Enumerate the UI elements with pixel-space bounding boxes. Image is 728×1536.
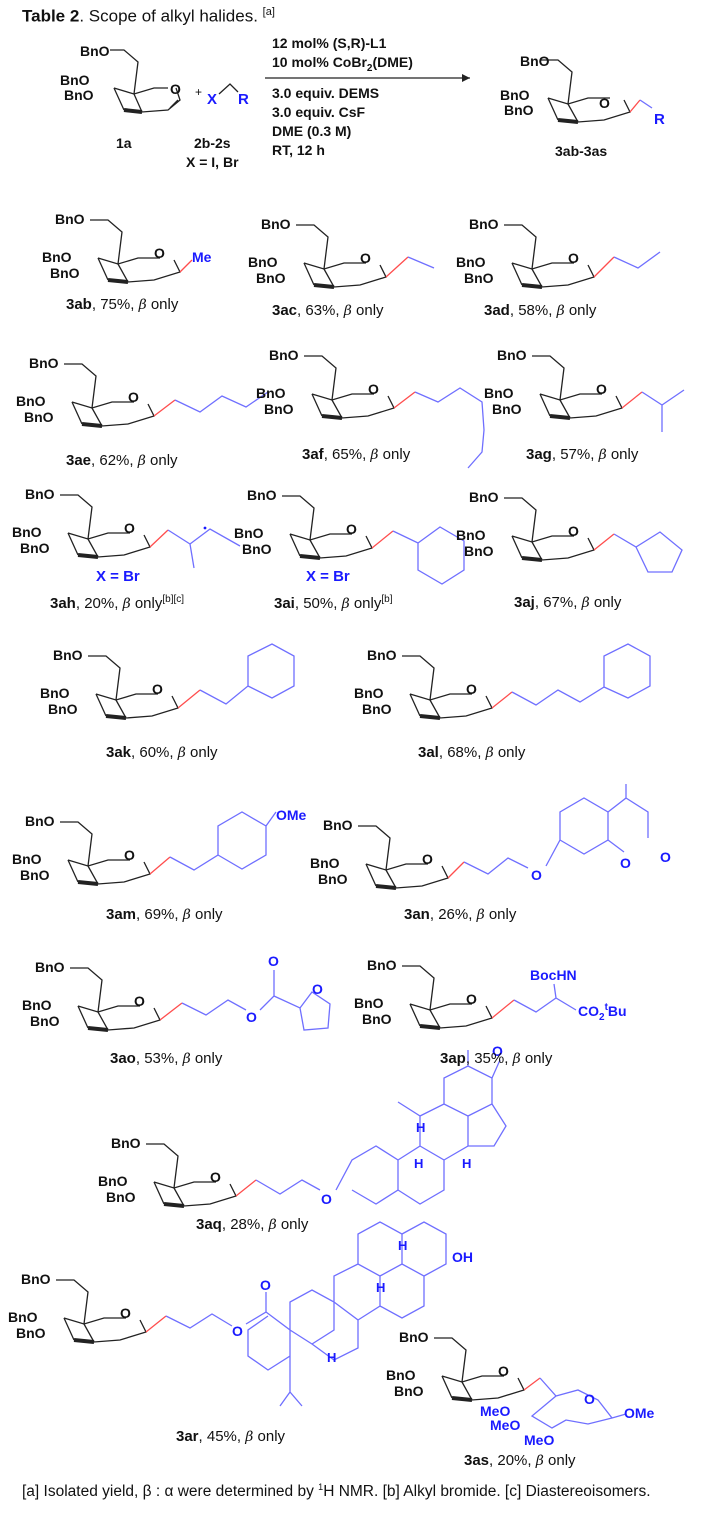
svg-text:O: O [531, 867, 542, 883]
svg-text:O: O [268, 953, 279, 969]
caption-3an: 3an, 26%, β only [404, 906, 517, 923]
caption-3am: 3am, 69%, β only [106, 906, 223, 923]
svg-text:H: H [327, 1350, 336, 1365]
caption-3ak: 3ak, 60%, β only [106, 744, 218, 761]
caption-3ag: 3ag, 57%, β only [526, 446, 639, 463]
svg-text:OMe: OMe [276, 807, 307, 823]
caption-3aq: 3aq, 28%, β only [196, 1216, 309, 1233]
svg-text:O: O [599, 95, 610, 111]
svg-text:O: O [660, 849, 671, 865]
svg-text:+: + [195, 85, 202, 99]
bno-label: BnO [80, 43, 110, 59]
caption-3ar: 3ar, 45%, β only [176, 1428, 286, 1445]
table-footnote: [a] Isolated yield, β : α were determine… [22, 1482, 651, 1501]
conditions-below: 3.0 equiv. DEMS 3.0 equiv. CsF DME (0.3 … [272, 85, 380, 158]
svg-text:OH: OH [452, 1249, 473, 1265]
svg-text:O: O [246, 1009, 257, 1025]
caption-3ao: 3ao, 53%, β only [110, 1050, 223, 1067]
reagent-x-label: X = I, Br [186, 154, 239, 170]
svg-text:BocHN: BocHN [530, 967, 577, 983]
table-title: Table 2. Scope of alkyl halides. [a] [22, 6, 275, 26]
reaction-scheme: BnO BnO BnO O + X R BnO BnO BnO O R [60, 43, 665, 128]
svg-text:O: O [492, 1043, 503, 1059]
svg-text:R: R [654, 111, 665, 128]
svg-text:X: X [207, 91, 217, 108]
svg-text:H: H [414, 1156, 423, 1171]
svg-text:H: H [376, 1280, 385, 1295]
svg-text:BnO: BnO [504, 102, 534, 118]
caption-3aj: 3aj, 67%, β only [514, 594, 622, 611]
svg-text:H: H [416, 1120, 425, 1135]
caption-3ad: 3ad, 58%, β only [484, 302, 597, 319]
svg-text:BnO: BnO [500, 87, 530, 103]
svg-text:MeO: MeO [490, 1417, 520, 1433]
svg-text:O: O [620, 855, 631, 871]
reagent-label: 2b-2s [194, 135, 231, 151]
caption-3ae: 3ae, 62%, β only [66, 452, 178, 469]
caption-3ah: 3ah, 20%, β only[b][c] [50, 594, 185, 612]
caption-3as: 3as, 20%, β only [464, 1452, 576, 1469]
svg-text:O: O [232, 1323, 243, 1339]
substrate-label: 1a [116, 135, 132, 151]
svg-text:MeO: MeO [480, 1403, 510, 1419]
caption-3al: 3al, 68%, β only [418, 744, 526, 761]
svg-text:MeO: MeO [524, 1432, 554, 1448]
svg-text:Me: Me [192, 249, 212, 265]
caption-3af: 3af, 65%, β only [302, 446, 411, 463]
caption-3ap: 3ap, 35%, β only [440, 1050, 553, 1067]
product-range-label: 3ab-3as [555, 143, 608, 159]
svg-text:O: O [260, 1277, 271, 1293]
svg-text:BnO: BnO [64, 87, 94, 103]
caption-3ab: 3ab, 75%, β only [66, 296, 179, 313]
svg-text:OMe: OMe [624, 1405, 655, 1421]
svg-text:O: O [312, 981, 323, 997]
svg-text:BnO: BnO [60, 72, 90, 88]
caption-3ac: 3ac, 63%, β only [272, 302, 384, 319]
conditions-above: 12 mol% (S,R)-L1 10 mol% CoBr2(DME) [272, 35, 413, 74]
svg-text:H: H [462, 1156, 471, 1171]
svg-text:CO2tBu: CO2tBu [578, 1002, 627, 1023]
svg-text:BnO: BnO [520, 53, 550, 69]
svg-text:O: O [584, 1391, 595, 1407]
svg-text:O: O [170, 81, 181, 97]
svg-text:R: R [238, 91, 249, 108]
x-br-label-3ah: X = Br [96, 568, 140, 585]
x-br-label-3ai: X = Br [306, 568, 350, 585]
caption-3ai: 3ai, 50%, β only[b] [274, 594, 393, 612]
svg-text:H: H [398, 1238, 407, 1253]
svg-text:O: O [321, 1191, 332, 1207]
